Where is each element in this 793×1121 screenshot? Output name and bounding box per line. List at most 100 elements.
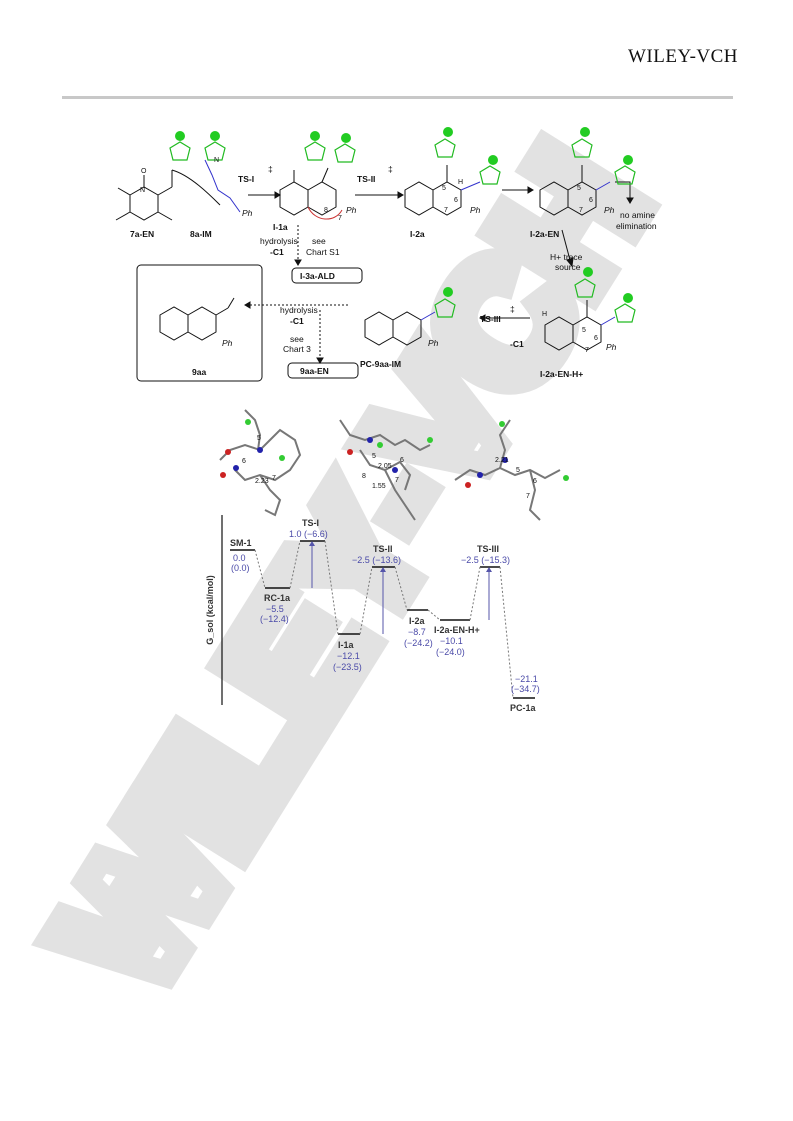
state-name-ts-i: TS-I [302, 518, 319, 528]
ts3-atom-5: 5 [516, 467, 520, 474]
atom-locant-7b: 7 [444, 207, 448, 214]
ts-dagger-2: ‡ [388, 164, 393, 174]
atom-locant-5b: 5 [577, 185, 581, 192]
note-c1-2: -C1 [290, 316, 304, 326]
ts2-distance-2: 1.55 [372, 483, 386, 490]
state-value-sm-1: 0.0 [233, 553, 246, 563]
state-name-i-1a: I-1a [338, 640, 355, 650]
atom-locant-7d: 7 [585, 347, 589, 354]
ts-dagger-1: ‡ [268, 164, 273, 174]
note-see-1: see [312, 236, 326, 246]
atom-o-1: O [141, 168, 147, 175]
compound-label-i-2a: I-2a [410, 229, 425, 239]
state-value-rc-1a: −5.5 [266, 604, 284, 614]
ts-label-2: TS-II [357, 174, 375, 184]
state-value-ts-i: 1.0 (−6.6) [289, 529, 328, 539]
phenyl-label-7: Ph [222, 338, 233, 348]
energy-connectors [254, 540, 514, 699]
atom-locant-7c: 7 [579, 207, 583, 214]
note-chart-3: Chart 3 [283, 344, 311, 354]
state-name-ts-ii: TS-II [373, 544, 393, 554]
atom-locant-5c: 5 [582, 327, 586, 334]
ts-dagger-3: ‡ [510, 304, 515, 314]
barrier-arrows [311, 544, 490, 634]
state-value-i-2a-en-h: −10.1 [440, 636, 463, 646]
ts3-atom-6: 6 [533, 478, 537, 485]
phenyl-label-3: Ph [470, 205, 481, 215]
header-rule [62, 96, 733, 99]
phenyl-label-1: Ph [242, 208, 253, 218]
atom-n-1: N [140, 187, 145, 194]
state-name-sm-1: SM-1 [230, 538, 252, 548]
ts2-atom-5: 5 [372, 453, 376, 460]
state-value2-sm-1: (0.0) [231, 563, 250, 573]
note-no-amine-1: no amine [620, 210, 655, 220]
ts2-atom-8: 8 [362, 473, 366, 480]
atom-locant-7a: 7 [338, 215, 342, 222]
state-name-ts-iii: TS-III [477, 544, 499, 554]
state-value-i-1a: −12.1 [337, 651, 360, 661]
atom-locant-6a: 6 [454, 197, 458, 204]
note-see-2: see [290, 334, 304, 344]
state-value-pc-1a: −21.1 [515, 674, 538, 684]
transition-state-structures: 2.23 5 6 7 2.05 1.55 5 6 7 8 2.21 5 6 7 [219, 409, 569, 521]
state-value2-i-2a: (−24.2) [404, 638, 433, 648]
phenyl-label-5: Ph [606, 342, 617, 352]
state-value-ts-iii: −2.5 (−15.3) [461, 555, 510, 565]
ts2-atom-7: 7 [395, 477, 399, 484]
ts1-model [219, 409, 302, 517]
atom-locant-8: 8 [324, 207, 328, 214]
phenyl-label-6: Ph [428, 338, 439, 348]
state-name-i-2a: I-2a [409, 616, 426, 626]
phenyl-label-2: Ph [346, 205, 357, 215]
ts-label-1: TS-I [238, 174, 254, 184]
state-name-i-2a-en-h: I-2a-EN-H+ [434, 625, 480, 635]
box-label-9aa-en: 9aa-EN [300, 366, 329, 376]
atom-h-1: H [458, 179, 463, 186]
compound-label-pc-9aa-im: PC-9aa-IM [360, 359, 401, 369]
reaction-scheme: 7a-EN 8a-IM I-1a I-2a I-2a-EN I-2a-EN-H+… [115, 127, 657, 382]
state-name-pc-1a: PC-1a [510, 703, 537, 713]
atom-locant-6c: 6 [594, 335, 598, 342]
state-value-ts-ii: −2.5 (−13.6) [352, 555, 401, 565]
compound-label-7a-en: 7a-EN [130, 229, 154, 239]
ts3-distance: 2.21 [495, 457, 509, 464]
compound-label-8a-im: 8a-IM [190, 229, 212, 239]
note-hplus-2: source [555, 262, 581, 272]
compound-label-i-2a-en-h: I-2a-EN-H+ [540, 369, 583, 379]
ts2-distance-1: 2.05 [378, 463, 392, 470]
energy-levels [230, 540, 535, 699]
state-value2-i-2a-en-h: (−24.0) [436, 647, 465, 657]
ts1-distance: 2.23 [255, 478, 269, 485]
ts3-atom-7: 7 [526, 493, 530, 500]
note-c1-3: -C1 [510, 339, 524, 349]
atom-h-2: H [542, 311, 547, 318]
state-name-rc-1a: RC-1a [264, 593, 291, 603]
atom-n-2: N [214, 157, 219, 164]
state-value2-pc-1a: (−34.7) [511, 684, 540, 694]
ts-label-3: TS-III [480, 314, 501, 324]
energy-profile: G_sol (kcal/mol) SM-1 0.0 (0.0) RC-1a −5… [205, 515, 540, 713]
note-chart-s1: Chart S1 [306, 247, 340, 257]
ts1-atom-5: 5 [257, 435, 261, 442]
phenyl-label-4: Ph [604, 205, 615, 215]
note-c1-1: -C1 [270, 247, 284, 257]
note-no-amine-2: elimination [616, 221, 657, 231]
state-value2-rc-1a: (−12.4) [260, 614, 289, 624]
note-hydrolysis-2: hydrolysis [280, 305, 318, 315]
state-value2-i-1a: (−23.5) [333, 662, 362, 672]
box-label-i-3a-ald: I-3a-ALD [300, 271, 335, 281]
compound-label-i-1a: I-1a [273, 222, 288, 232]
ts2-atom-6: 6 [400, 457, 404, 464]
note-hydrolysis-1: hydrolysis [260, 236, 298, 246]
ts2-model [339, 419, 431, 521]
compound-label-9aa: 9aa [192, 367, 206, 377]
state-value-i-2a: −8.7 [408, 627, 426, 637]
atom-locant-6b: 6 [589, 197, 593, 204]
note-hplus-1: H+ trace [550, 252, 583, 262]
ts3-model [454, 419, 561, 521]
energy-axis-label: G_sol (kcal/mol) [205, 575, 215, 645]
ts1-atom-7: 7 [272, 475, 276, 482]
publisher-logo: WILEY-VCH [628, 46, 739, 67]
atom-locant-5a: 5 [442, 185, 446, 192]
